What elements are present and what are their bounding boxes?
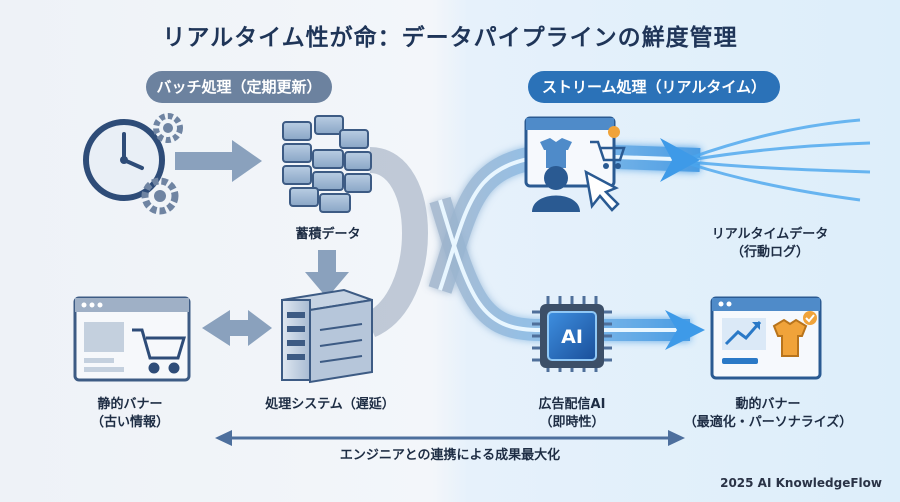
collaboration-label: エンジニアとの連携による成果最大化 (339, 448, 561, 463)
dynamic-banner-note: （最適化・パーソナライズ） (683, 415, 853, 430)
realtime-data-label: リアルタイムデータ （行動ログ） (690, 226, 850, 262)
s-curve-connector (363, 147, 428, 337)
server-icon (281, 288, 373, 384)
batch-arrow-left (202, 310, 272, 346)
ad-ai-title: 広告配信AI (538, 397, 606, 412)
data-stack-icon (282, 115, 372, 213)
stream-arrow-head-top (660, 138, 700, 182)
ai-chip-icon (532, 296, 612, 372)
stored-data-label: 蓄積データ (295, 227, 361, 242)
stream-arrow-head-bottom (665, 310, 705, 350)
ad-ai-label: 広告配信AI （即時性） (502, 396, 642, 432)
dynamic-banner-title: 動的バナー (735, 397, 801, 412)
collaboration-arrow (215, 430, 685, 446)
realtime-data-lines (689, 118, 871, 202)
processing-system-label: 処理システム（遅延） (265, 397, 395, 412)
batch-section-label: バッチ処理（定期更新） (146, 71, 332, 103)
stream-core-line-lower (438, 199, 690, 332)
ai-chip-label: AI (561, 326, 583, 348)
batch-arrow-right (175, 140, 262, 182)
dynamic-banner-icon (710, 296, 822, 380)
ad-ai-note: （即時性） (539, 415, 605, 430)
static-banner-note: （古い情報） (90, 415, 169, 430)
dynamic-banner-label: 動的バナー （最適化・パーソナライズ） (668, 396, 868, 432)
shopping-cart-icon (132, 328, 187, 374)
t-shirt-icon (772, 311, 817, 357)
static-banner-title: 静的バナー (97, 397, 163, 412)
footer-credit: 2025 AI KnowledgeFlow (720, 476, 882, 490)
realtime-data-title: リアルタイムデータ (711, 227, 829, 242)
page-title: リアルタイム性が命：データパイプラインの鮮度管理 (162, 25, 738, 51)
user-click-icon (524, 116, 626, 212)
gear-icon (141, 113, 183, 215)
static-banner-label: 静的バナー （古い情報） (60, 396, 200, 432)
batch-arrow-down (305, 250, 349, 298)
clock-icon (83, 119, 165, 201)
stream-section-label: ストリーム処理（リアルタイム） (528, 71, 780, 103)
realtime-data-note: （行動ログ） (730, 245, 809, 260)
